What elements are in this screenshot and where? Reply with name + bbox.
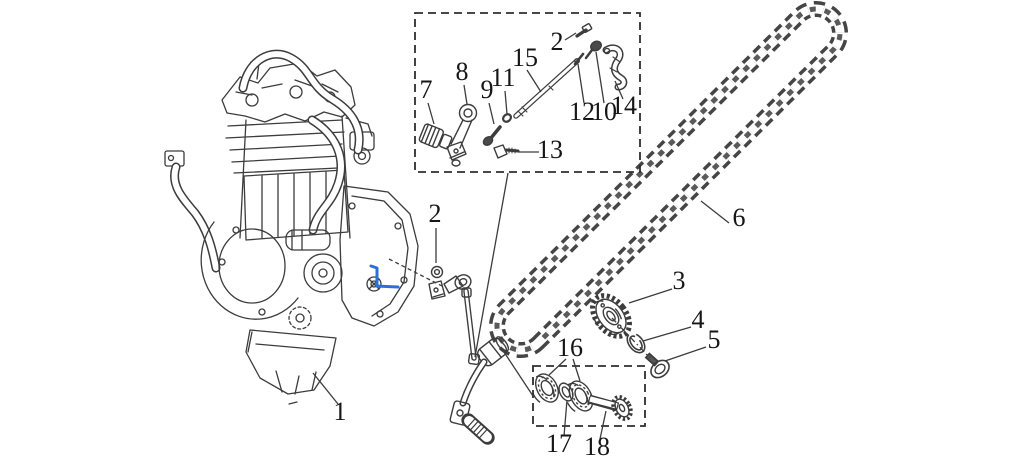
- connector-line-solid: [474, 172, 509, 358]
- part-12-illustration: [573, 52, 585, 66]
- part-label-14: 14: [611, 91, 637, 120]
- drive-chain-illustration: [488, 0, 849, 359]
- part-label-18: 18: [584, 432, 610, 461]
- part-label-2: 2: [551, 27, 564, 56]
- leader-line-part-16: [548, 358, 567, 376]
- leader-line-part-4: [642, 326, 692, 342]
- part-label-15: 15: [512, 43, 538, 72]
- leader-line-part-16: [572, 358, 581, 382]
- part-label-6: 6: [733, 203, 746, 232]
- part-17-washer-illustration: [558, 382, 574, 402]
- part-label-11: 11: [490, 63, 515, 92]
- detail-box-1: [414, 12, 641, 173]
- leader-line-part-9: [488, 102, 495, 125]
- part-label-3: 3: [673, 266, 686, 295]
- part-label-2: 2: [429, 199, 442, 228]
- leader-line-part-17: [563, 399, 568, 437]
- part-label-16: 16: [557, 333, 583, 362]
- part-14-illustration: [602, 44, 628, 91]
- leader-line-part-14: [614, 80, 624, 100]
- part-2-box-illustration: [575, 23, 593, 38]
- leader-line-part-7: [427, 102, 435, 125]
- part-label-7: 7: [420, 75, 433, 104]
- part-16a-bearing-illustration: [530, 373, 559, 406]
- part-15-illustration: [513, 58, 580, 119]
- shift-lever-assembly-illustration: [428, 265, 510, 445]
- leader-line-part-18: [599, 410, 607, 440]
- part-10-illustration: [584, 40, 602, 60]
- part-8-illustration: [446, 103, 478, 167]
- part-13-illustration: [493, 144, 520, 159]
- engine-illustration: [164, 49, 419, 405]
- bearing-shaft-exploded-group: [530, 373, 633, 421]
- leader-line-part-15: [526, 69, 542, 93]
- leader-line-part-8: [463, 84, 468, 105]
- leader-line-part-5: [664, 346, 707, 362]
- leader-line-part-2: [564, 32, 577, 41]
- drive-sprocket-illustration: [590, 293, 632, 339]
- part-label-1: 1: [334, 397, 347, 426]
- part-11-illustration: [502, 113, 512, 123]
- highlight-marker: [369, 264, 400, 289]
- part-16b-bearing-illustration: [564, 380, 594, 414]
- part-label-5: 5: [708, 325, 721, 354]
- leader-line-part-10: [595, 51, 605, 104]
- part-9-illustration: [482, 125, 502, 147]
- part-label-10: 10: [591, 97, 617, 126]
- bolt-5-illustration: [644, 352, 670, 379]
- leader-line-part-1: [312, 372, 339, 405]
- part-label-13: 13: [537, 135, 563, 164]
- part-label-8: 8: [456, 57, 469, 86]
- leader-line-part-6: [700, 200, 730, 224]
- part-label-17: 17: [546, 429, 572, 458]
- leader-line-part-3: [628, 288, 673, 304]
- part-7-illustration: [418, 123, 453, 150]
- part-label-12: 12: [569, 97, 595, 126]
- pivot-bolt: [430, 265, 444, 279]
- connector-line-solid: [503, 351, 534, 397]
- connector-line-dashdot: [611, 317, 651, 359]
- shift-linkage-exploded-group: [418, 23, 628, 167]
- part-label-4: 4: [692, 305, 705, 334]
- leader-line-part-12: [577, 63, 585, 104]
- part-18-shaft-illustration: [587, 394, 633, 421]
- connector-line-dashed: [388, 258, 445, 288]
- part-label-9: 9: [481, 75, 494, 104]
- leader-line-part-11: [504, 90, 508, 115]
